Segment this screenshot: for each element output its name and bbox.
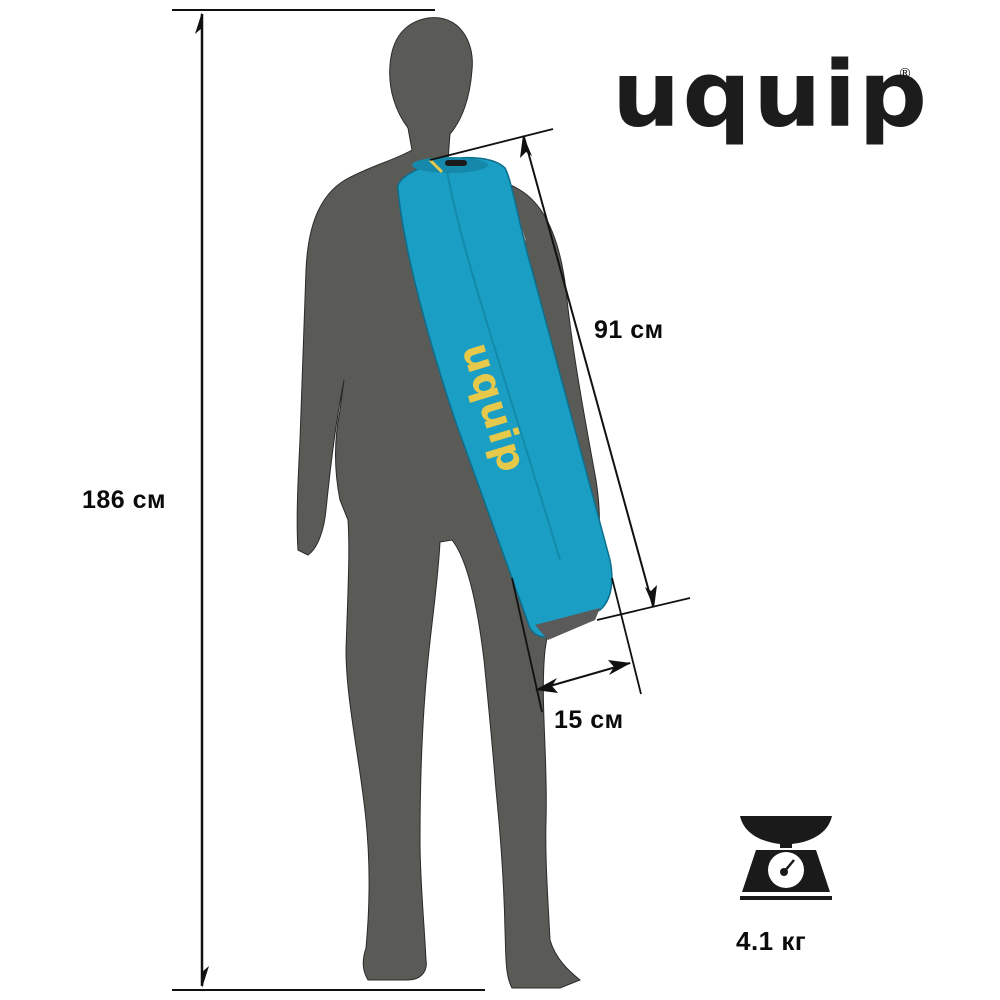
brand-logo: uquip [612,40,930,148]
kitchen-scale-icon [740,816,832,900]
sleeping-pad-carry-bag: uquip [397,156,613,640]
weight-label: 4.1 кг [736,926,807,956]
registered-trademark-mark: ® [898,66,912,82]
bag-length-label: 91 см [594,316,664,344]
bag-diameter-label: 15 см [554,706,624,734]
person-height-label: 186 см [82,486,167,514]
bag-length-dimension-line [429,128,691,621]
bag-diameter-dimension-line [511,577,642,713]
height-dimension-line [172,9,485,991]
